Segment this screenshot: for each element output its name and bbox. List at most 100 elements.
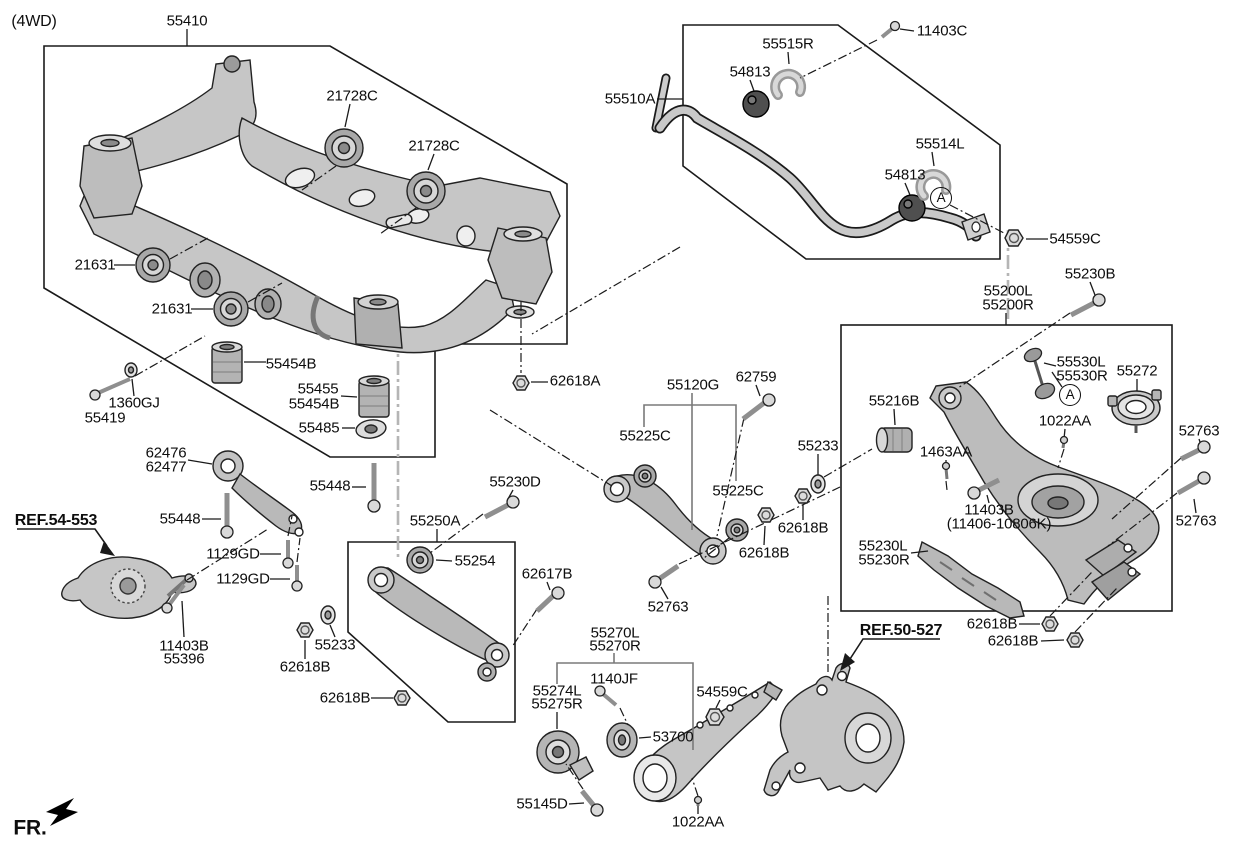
axis-lines xyxy=(396,230,1010,558)
part-label-55514l: 55514L xyxy=(915,135,965,153)
bolt-62617b xyxy=(535,586,565,613)
assembly-lines xyxy=(134,39,1182,797)
detail-marker-a: A xyxy=(930,187,952,209)
nut-62618b-2 xyxy=(393,690,411,706)
part-label-55230b: 55230B xyxy=(1064,265,1116,283)
part-label-62618b: 62618B xyxy=(966,615,1018,633)
part-label-55485: 55485 xyxy=(298,419,340,437)
pin-1022aa-knuckle xyxy=(693,795,703,806)
bolt-52763-arm xyxy=(648,563,680,589)
brace-55230l xyxy=(917,540,1025,619)
part-label-62617b: 62617B xyxy=(521,565,573,583)
part-label-52763: 52763 xyxy=(647,598,689,616)
bolt-55230b xyxy=(1069,293,1106,318)
part-label-55448: 55448 xyxy=(309,477,351,495)
part-label-52763: 52763 xyxy=(1175,512,1217,530)
part-label-55230l: 55230L xyxy=(858,537,908,555)
part-label-21631: 21631 xyxy=(151,300,193,318)
part-label-55225c: 55225C xyxy=(619,427,671,445)
bushing-55225c xyxy=(633,464,749,542)
bolt-1129gd-a xyxy=(282,540,294,569)
bolt-1129gd-b xyxy=(291,565,303,592)
part-label-55454b: 55454B xyxy=(288,395,340,413)
part-label-62618b: 62618B xyxy=(777,519,829,537)
knuckle-ref50 xyxy=(763,662,905,797)
bushing-55216b xyxy=(875,427,913,453)
part-label-1022aa: 1022AA xyxy=(671,813,725,831)
bolt-52763-lower xyxy=(1176,471,1211,496)
part-label-62618b: 62618B xyxy=(279,658,331,676)
stabilizer-bracket-55515r xyxy=(770,68,807,100)
part-label-55275r: 55275R xyxy=(531,695,583,713)
reference-arrows xyxy=(17,528,940,826)
bolt-11403b-arm xyxy=(967,477,1001,500)
part-label-55448: 55448 xyxy=(159,510,201,528)
part-label-62618a: 62618A xyxy=(549,372,601,390)
part-label-21728c: 21728C xyxy=(326,87,378,105)
part-label-55254: 55254 xyxy=(454,552,496,570)
part-label-55419: 55419 xyxy=(84,409,126,427)
part-label-11406-10806k: (11406-10806K) xyxy=(946,515,1052,533)
part-label-55200l: 55200L xyxy=(983,282,1033,300)
part-label-55455: 55455 xyxy=(297,380,339,398)
bolt-55145d xyxy=(580,789,604,817)
part-label-55510a: 55510A xyxy=(604,90,656,108)
part-label-1463aa: 1463AA xyxy=(919,443,973,461)
part-label-62476: 62476 xyxy=(145,444,187,462)
variant-label: (4WD) xyxy=(11,13,57,30)
nut-62618b-5 xyxy=(1041,616,1059,632)
part-label-55274l: 55274L xyxy=(532,682,582,700)
leader-lines xyxy=(114,28,1202,814)
nut-62618b-3 xyxy=(794,488,812,504)
part-label-54813: 54813 xyxy=(729,63,771,81)
part-label-62618b: 62618B xyxy=(987,632,1039,650)
nut-62618b-6 xyxy=(1066,632,1084,648)
stabilizer-link-55530 xyxy=(1023,347,1056,400)
part-label-21631: 21631 xyxy=(74,256,116,274)
stabilizer-bar-55510a xyxy=(651,73,991,242)
part-label-55230d: 55230D xyxy=(489,473,541,491)
part-label-55530r: 55530R xyxy=(1056,367,1108,385)
bushing-53700 xyxy=(606,722,638,758)
stabilizer-bracket-55514l xyxy=(915,168,952,201)
nut-54559c-bottom xyxy=(705,708,725,726)
stabilizer-box xyxy=(682,24,1001,260)
spring-pad-55272 xyxy=(1107,389,1162,433)
part-label-55270l: 55270L xyxy=(590,624,640,642)
stud-11403b xyxy=(161,583,186,614)
bolt-62759 xyxy=(741,393,776,421)
part-label-62477: 62477 xyxy=(145,458,187,476)
part-label-62618b: 62618B xyxy=(319,689,371,707)
assist-arm-box xyxy=(347,541,516,723)
part-label-11403b: 11403B xyxy=(159,637,209,655)
part-label-55454b: 55454B xyxy=(265,355,317,373)
part-label-55515r: 55515R xyxy=(762,35,814,53)
stabilizer-bushing-54813 xyxy=(742,90,926,222)
bolt-55419 xyxy=(89,377,131,401)
front-direction-label: FR. xyxy=(13,816,47,840)
bolt-1140jf xyxy=(594,685,618,707)
part-label-55225c: 55225C xyxy=(712,482,764,500)
part-label-11403c: 11403C xyxy=(916,22,968,40)
bolt-55448-right xyxy=(367,463,381,513)
fr-arrow xyxy=(46,798,78,826)
part-label-62618b: 62618B xyxy=(738,544,790,562)
part-label-54813: 54813 xyxy=(884,166,926,184)
detail-marker-a: A xyxy=(1059,384,1081,406)
bushing-21631 xyxy=(135,247,249,327)
arm-62476 xyxy=(212,450,304,537)
washer-55233-right xyxy=(810,474,826,494)
part-label-53700: 53700 xyxy=(652,728,694,746)
label-brackets xyxy=(556,393,737,750)
reference-label-54-553: REF.54-553 xyxy=(14,512,98,529)
part-label-54559c: 54559C xyxy=(1049,230,1101,248)
part-label-55270r: 55270R xyxy=(589,637,641,655)
part-label-54559c: 54559C xyxy=(696,683,748,701)
nut-54559c-top xyxy=(1004,229,1024,247)
washer-1360gj xyxy=(124,362,138,378)
part-label-62759: 62759 xyxy=(735,368,777,386)
part-label-1129gd: 1129GD xyxy=(206,545,260,563)
part-label-1022aa: 1022AA xyxy=(1038,412,1092,430)
